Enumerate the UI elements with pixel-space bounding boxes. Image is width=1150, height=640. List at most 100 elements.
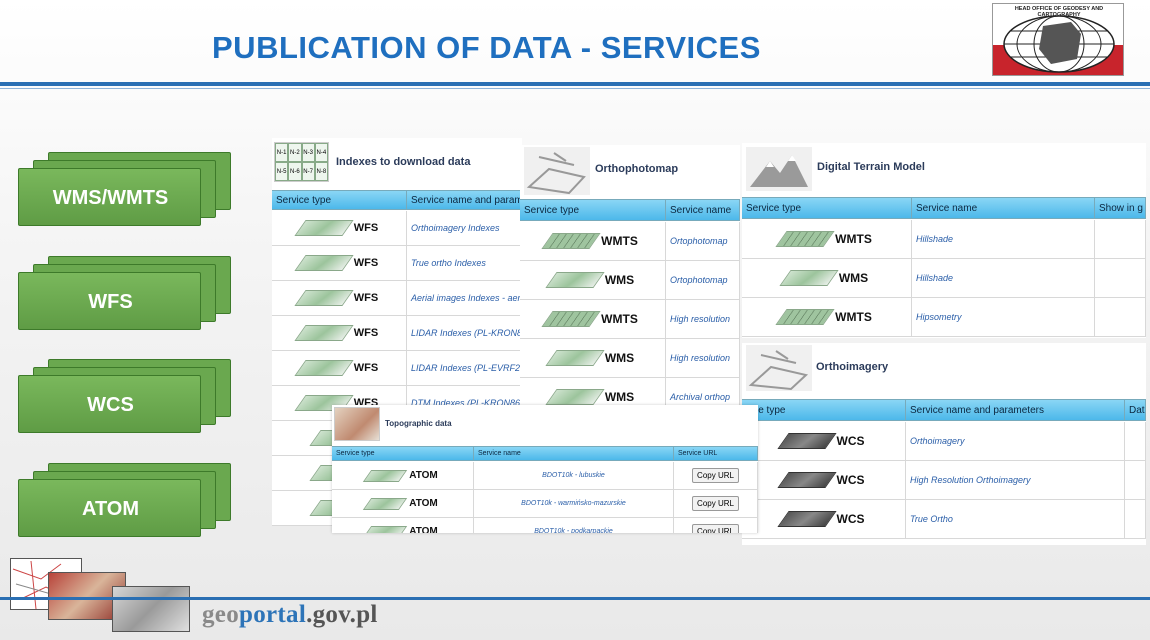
brand-part-geo: geo xyxy=(202,601,239,628)
service-name[interactable]: Archival orthop xyxy=(666,378,740,407)
globe-icon xyxy=(1003,15,1115,73)
service-name[interactable]: BDOT10k - lubuskie xyxy=(474,462,674,489)
map-icon xyxy=(363,469,408,482)
table-row[interactable]: WMS High resolution xyxy=(520,339,740,378)
tile-label: WMS/WMTS xyxy=(52,186,169,209)
service-type: WMTS xyxy=(601,312,638,326)
grid-cell: N-6 xyxy=(288,162,302,181)
service-name[interactable]: Orthoimagery xyxy=(906,422,1125,460)
column-header: Service type xyxy=(742,198,912,218)
service-name[interactable]: Ortophotomap xyxy=(666,261,740,299)
service-badge: WMS xyxy=(545,272,635,288)
service-type: WMS xyxy=(604,273,635,287)
service-name[interactable]: Aerial images Indexes - aer xyxy=(407,281,522,315)
service-name[interactable]: Hillshade xyxy=(912,259,1095,297)
column-header: Service type xyxy=(332,447,474,460)
copy-url-button[interactable]: Copy URL xyxy=(692,468,739,483)
service-name[interactable]: Hillshade xyxy=(912,220,1095,258)
service-badge: WCS xyxy=(776,472,865,488)
table-row[interactable]: WFS LIDAR Indexes (PL-EVRF200 xyxy=(272,351,522,386)
table-row[interactable]: WMS Archival orthop xyxy=(520,378,740,407)
service-type-cell: ATOM xyxy=(332,518,474,533)
tile-atom[interactable]: ATOM xyxy=(18,479,201,537)
service-name[interactable]: True ortho Indexes xyxy=(407,246,522,280)
service-type-cell: WCS xyxy=(742,461,906,499)
service-name[interactable]: High Resolution Orthoimagery xyxy=(906,461,1125,499)
map-icon xyxy=(294,290,354,306)
service-name[interactable]: True Ortho xyxy=(906,500,1125,538)
table-row[interactable]: WFS LIDAR Indexes (PL-KRON86 xyxy=(272,316,522,351)
table-row[interactable]: WCS High Resolution Orthoimagery xyxy=(742,461,1146,500)
service-name[interactable]: LIDAR Indexes (PL-EVRF200 xyxy=(407,351,522,385)
service-type-cell: WMS xyxy=(520,378,666,407)
table-row[interactable]: WCS Orthoimagery xyxy=(742,422,1146,461)
tile-grid-icon xyxy=(775,231,835,247)
map-icon xyxy=(363,525,408,533)
service-name[interactable]: Ortophotomap xyxy=(666,222,740,260)
brand-part-portal: portal xyxy=(239,601,307,628)
tile-wms-wmts[interactable]: WMS/WMTS xyxy=(18,168,201,226)
map-icon xyxy=(294,220,354,236)
service-type-cell: WMTS xyxy=(520,222,666,260)
table-row[interactable]: WMTS Hillshade xyxy=(742,220,1146,259)
hillshade-thumbnail xyxy=(112,586,190,632)
column-header: Service name and parame xyxy=(407,191,522,209)
tile-wfs[interactable]: WFS xyxy=(18,272,201,330)
table-header: Service type Service name xyxy=(520,199,740,221)
table-row[interactable]: WFS True ortho Indexes xyxy=(272,246,522,281)
bottom-rule xyxy=(0,597,1150,600)
table-row[interactable]: WFS Orthoimagery Indexes xyxy=(272,211,522,246)
service-badge: WMS xyxy=(779,270,869,286)
service-badge: WFS xyxy=(294,220,379,236)
tile-stack-wfs: WFS xyxy=(18,256,233,334)
service-type: WMTS xyxy=(835,232,872,246)
service-type: WCS xyxy=(836,473,865,487)
service-type-cell: WCS xyxy=(742,422,906,460)
service-badge: WMTS xyxy=(541,233,638,249)
service-badge: WMTS xyxy=(775,231,872,247)
tile-grid-icon xyxy=(775,309,835,325)
empty-cell xyxy=(1125,461,1146,499)
map-icon xyxy=(363,497,408,510)
table-header: vice type Service name and parameters Da… xyxy=(742,399,1146,421)
service-name[interactable]: BDOT10k - podkarpackie xyxy=(474,518,674,533)
table-header: Service type Service name Service URL xyxy=(332,446,758,461)
service-name[interactable]: BDOT10k - warmińsko-mazurskie xyxy=(474,490,674,517)
service-type: WMS xyxy=(838,271,869,285)
grid-cell: N-1 xyxy=(275,143,289,162)
panel-digital-terrain-model: Digital Terrain Model Service type Servi… xyxy=(742,143,1146,338)
panel-title: Orthoimagery xyxy=(816,361,889,373)
service-type: WFS xyxy=(353,222,379,234)
tile-wcs[interactable]: WCS xyxy=(18,375,201,433)
table-row[interactable]: ATOM BDOT10k - warmińsko-mazurskie Copy … xyxy=(332,490,758,518)
service-name[interactable]: Hipsometry xyxy=(912,298,1095,336)
copy-url-button[interactable]: Copy URL xyxy=(692,496,739,511)
tile-grid-icon xyxy=(541,233,601,249)
tile-stack-atom: ATOM xyxy=(18,463,233,541)
table-row[interactable]: WMS Ortophotomap xyxy=(520,261,740,300)
service-type-cell: WMTS xyxy=(520,300,666,338)
table-row[interactable]: WMTS Hipsometry xyxy=(742,298,1146,337)
panel-orthoimagery: Orthoimagery vice type Service name and … xyxy=(742,343,1146,545)
table-row[interactable]: WMTS High resolution xyxy=(520,300,740,339)
geoportal-brand: geoportal.gov.pl xyxy=(202,601,378,629)
table-row[interactable]: ATOM BDOT10k - podkarpackie Copy URL xyxy=(332,518,758,533)
grid-cell: N-4 xyxy=(314,143,328,162)
empty-cell xyxy=(1095,259,1146,297)
tile-grid-icon xyxy=(541,311,601,327)
table-row[interactable]: WFS Aerial images Indexes - aer xyxy=(272,281,522,316)
table-row[interactable]: WCS True Ortho xyxy=(742,500,1146,539)
service-name[interactable]: High resolution xyxy=(666,300,740,338)
service-name[interactable]: Orthoimagery Indexes xyxy=(407,211,522,245)
service-name[interactable]: High resolution xyxy=(666,339,740,377)
service-type-cell: WFS xyxy=(272,211,407,245)
service-type: WFS xyxy=(353,257,379,269)
copy-url-button[interactable]: Copy URL xyxy=(692,524,739,533)
grid-cell: N-5 xyxy=(275,162,289,181)
table-row[interactable]: WMTS Ortophotomap xyxy=(520,222,740,261)
service-type-cell: WMTS xyxy=(742,220,912,258)
table-row[interactable]: WMS Hillshade xyxy=(742,259,1146,298)
table-row[interactable]: ATOM BDOT10k - lubuskie Copy URL xyxy=(332,462,758,490)
service-name[interactable]: LIDAR Indexes (PL-KRON86 xyxy=(407,316,522,350)
